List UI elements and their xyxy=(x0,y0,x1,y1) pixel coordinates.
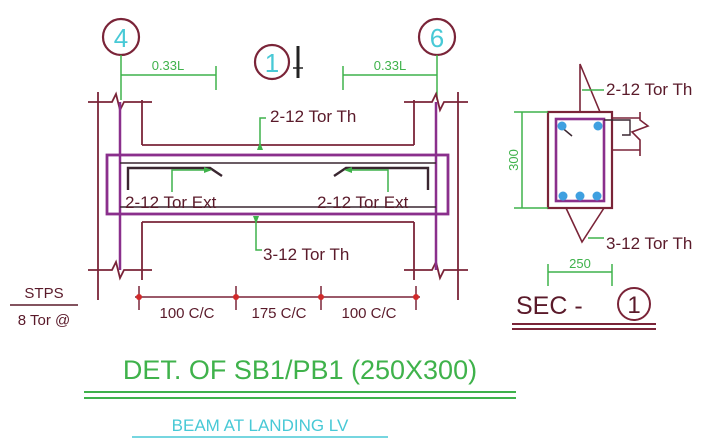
leader-top-through: 2-12 Tor Th xyxy=(257,107,356,150)
spacing-3: 100 C/C xyxy=(341,305,396,322)
sec-leader-top: 2-12 Tor Th xyxy=(582,80,692,99)
grid-bubble-6: 6 xyxy=(417,17,457,57)
label-bottom-through: 3-12 Tor Th xyxy=(263,245,349,264)
dim-depth-text: 300 xyxy=(506,149,521,171)
dim-033l-right-text: 0.33L xyxy=(374,58,407,73)
section-cut-label: 1 xyxy=(265,48,279,78)
dim-width-text: 250 xyxy=(569,256,591,271)
section-title-text: SEC - xyxy=(516,292,583,320)
dim-width: 250 xyxy=(547,256,613,286)
right-support xyxy=(404,91,468,300)
dim-033l-left: 0.33L xyxy=(121,58,217,90)
section-title: SEC - 1 xyxy=(512,287,656,330)
drawing-title: DET. OF SB1/PB1 (250X300) xyxy=(84,355,516,399)
label-top-through: 2-12 Tor Th xyxy=(270,107,356,126)
drawing-subtitle: BEAM AT LANDING LV xyxy=(132,416,388,438)
grid-label-6: 6 xyxy=(430,23,444,53)
stirrup-spacing-dim: 100 C/C 175 C/C 100 C/C xyxy=(135,286,420,322)
section-title-number: 1 xyxy=(627,292,640,319)
stirrup-label: STPS 8 Tor @ xyxy=(10,285,78,329)
label-left-extra: 2-12 Tor Ext xyxy=(125,193,217,212)
drawing-title-text: DET. OF SB1/PB1 (250X300) xyxy=(123,355,477,385)
label-right-extra: 2-12 Tor Ext xyxy=(317,193,409,212)
leader-left-extra: 2-12 Tor Ext xyxy=(125,167,217,212)
stirrup-label-bottom: 8 Tor @ xyxy=(18,312,70,329)
spacing-1: 100 C/C xyxy=(159,305,214,322)
sec-label-bottom: 3-12 Tor Th xyxy=(606,234,692,253)
drawing-subtitle-text: BEAM AT LANDING LV xyxy=(172,416,349,435)
beam-elevation xyxy=(105,144,450,223)
sec-label-top: 2-12 Tor Th xyxy=(606,80,692,99)
leader-bottom-through: 3-12 Tor Th xyxy=(253,216,349,264)
grid-bubble-4: 4 xyxy=(101,17,141,57)
stirrup-label-top: STPS xyxy=(24,285,63,302)
dim-depth: 300 xyxy=(506,111,548,209)
dim-033l-right: 0.33L xyxy=(342,58,437,90)
grid-label-4: 4 xyxy=(114,23,128,53)
left-support xyxy=(88,91,152,300)
leader-right-extra: 2-12 Tor Ext xyxy=(317,167,409,212)
cross-section xyxy=(546,63,650,244)
sec-leader-bottom: 3-12 Tor Th xyxy=(588,234,692,253)
section-cut-marker: 1 xyxy=(253,43,303,81)
spacing-2: 175 C/C xyxy=(251,305,306,322)
dim-033l-left-text: 0.33L xyxy=(152,58,185,73)
